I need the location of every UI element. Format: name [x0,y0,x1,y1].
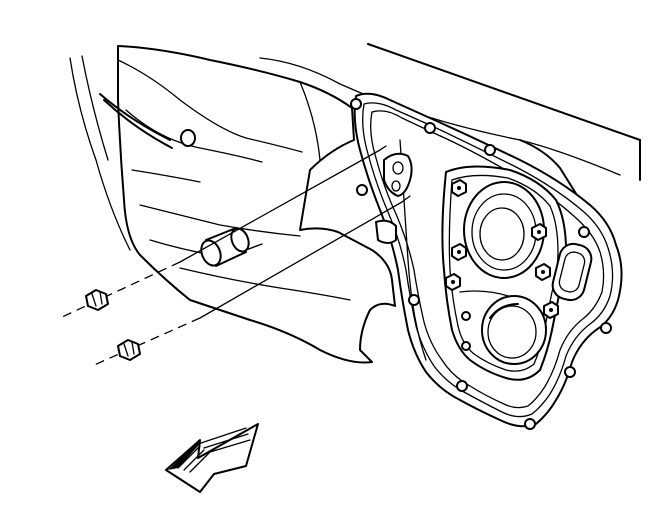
door-outer-shell [99,45,396,364]
bolt-upper-right [531,223,547,241]
module-fastener-bolts [445,179,559,319]
bolt-lower-right [543,301,559,319]
lower-speaker-opening [481,295,547,365]
retaining-nuts [85,289,141,361]
window-regulator-motor [200,227,263,267]
bolt-mid-right [535,263,551,281]
rectangular-access-hole [551,242,593,302]
bolt-mid-left [451,243,467,261]
alignment-guide-lines [59,145,411,367]
bolt-lower-left [445,273,461,291]
door-latch-area [375,152,413,244]
upper-speaker-opening [463,181,545,279]
perimeter-screws [350,98,612,430]
direction-arrow [165,423,259,493]
retaining-nut-upper [85,289,109,311]
bolt-upper-left [451,179,467,197]
retaining-nut-lower [117,339,141,361]
